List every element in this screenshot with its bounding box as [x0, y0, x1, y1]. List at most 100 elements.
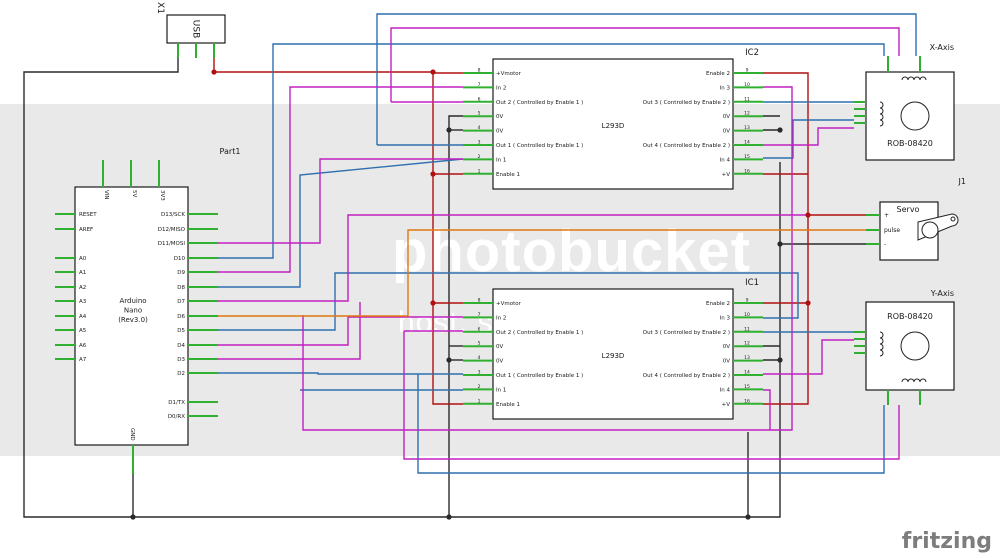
- arduino-name-line: Nano: [124, 307, 142, 315]
- ic2-right-pin-number: 10: [744, 82, 750, 88]
- ic1-part-label: L293D: [602, 352, 625, 360]
- magenta-servo-junction: [218, 214, 808, 302]
- arduino-name-line: Arduino: [119, 297, 146, 305]
- ic2-right-pin-number: 15: [744, 154, 750, 160]
- magenta-ic1-out2-to-motor-y: [403, 331, 900, 460]
- motor-x-part-label: ROB-08420: [887, 139, 933, 148]
- ic1-left-pin-label: In 1: [496, 387, 506, 393]
- servo-pin-label: -: [884, 241, 886, 248]
- ic1-right-pin-label: In 4: [720, 387, 731, 393]
- arduino-top-pin-label: 5V: [131, 190, 137, 197]
- ic1-right-pin-label: 0V: [723, 344, 730, 350]
- magenta-ic1-out4: [763, 339, 854, 375]
- vmotor-bus: [213, 58, 463, 405]
- blue-ic2-in1: [218, 158, 464, 288]
- ic2-right-pin-number: 13: [744, 125, 750, 131]
- ic1-right-pin-number: 11: [744, 326, 750, 332]
- usb-label: USB: [191, 20, 201, 38]
- arduino-right-pin-label: D11/MOSI: [158, 241, 186, 247]
- arduino-right-pin-label: D6: [177, 314, 185, 320]
- magenta-ic2-out4: [763, 127, 854, 146]
- ic1-right-pin-label: 0V: [723, 359, 730, 365]
- ic1-left-pin-number: 2: [478, 384, 481, 390]
- ic2-right-pin-label: Enable 2: [706, 71, 730, 77]
- arduino-body: [74, 186, 189, 446]
- ic1-left-pin-number: 7: [478, 312, 481, 318]
- arduino-left-pin-label: A4: [79, 314, 87, 320]
- blue-d10-to-motor-x: [218, 43, 885, 259]
- motor-x-top-coil: [901, 76, 927, 81]
- ic2-ref-label: IC2: [745, 48, 759, 58]
- arduino-gnd-label: GND: [129, 428, 135, 441]
- ic1-left-pin-label: +Vmotor: [496, 301, 522, 307]
- ground-junction-dot: [446, 357, 452, 363]
- ic2-left-pin-number: 4: [478, 125, 481, 131]
- ic1-right-pin-label: Out 4 ( Controlled by Enable 2 ): [643, 373, 730, 379]
- ic1-left-pin-label: 0V: [496, 359, 503, 365]
- ic1-right-pin-number: 12: [744, 341, 750, 347]
- arduino-right-pin-label: D8: [177, 285, 185, 291]
- motor-x-body: [865, 71, 955, 161]
- arduino-right-pin-label: D1/TX: [168, 400, 185, 406]
- power-junction-dot: [430, 69, 436, 75]
- ground-junction-dot: [777, 241, 783, 247]
- ic2-left-pin-number: 6: [478, 96, 481, 102]
- ground-junction-dot: [446, 514, 452, 520]
- ic2-left-pin-number: 5: [478, 111, 481, 117]
- ground-junction-dot: [130, 514, 136, 520]
- ic2-right-pin-label: +V: [722, 172, 731, 178]
- arduino-right-pin-label: D13/SCK: [161, 212, 185, 218]
- motor-y-part-label: ROB-08420: [887, 312, 933, 321]
- ic2-left-pin-number: 3: [478, 140, 481, 146]
- arduino-left-pin-label: A5: [79, 328, 87, 334]
- ic1-right-pin-number: 10: [744, 312, 750, 318]
- arduino-right-pin-label: D10: [174, 256, 186, 262]
- power-junction-dot: [430, 300, 436, 306]
- ic1-left-pin-label: 0V: [496, 344, 503, 350]
- arduino-left-pin-label: RESET: [79, 212, 97, 218]
- servo-pin-label: +: [884, 212, 889, 219]
- arduino-right-pin-label: D5: [177, 328, 185, 334]
- ic2-left-pin-label: Out 1 ( Controlled by Enable 1 ): [496, 143, 583, 149]
- ic1-left-pin-number: 8: [478, 298, 481, 304]
- ic1-left-pin-label: In 2: [496, 315, 506, 321]
- ic1-left-pin-number: 5: [478, 341, 481, 347]
- servo-pulse-wire: [218, 229, 866, 317]
- arduino-left-pin-label: A1: [79, 270, 86, 276]
- blue-ic2-in4: [763, 119, 854, 159]
- ic1-left-pin-number: 4: [478, 355, 481, 361]
- arduino-right-pin-label: D9: [177, 270, 185, 276]
- ic1-body: [492, 288, 734, 420]
- magenta-ic2-in2: [218, 86, 463, 273]
- ic2-right-pin-number: 16: [744, 168, 750, 174]
- ic1-right-pin-number: 13: [744, 355, 750, 361]
- ic2-right-pin-label: In 3: [720, 85, 731, 91]
- magenta-ic1-in2: [218, 316, 463, 346]
- ic1-right-pin-number: 9: [746, 298, 749, 304]
- ic1-right-pin-number: 15: [744, 384, 750, 390]
- blue-ic1-out1-to-motor-y: [417, 374, 885, 474]
- arduino-top-pin-label: VIN: [103, 190, 109, 200]
- ic2-left-pin-label: Out 2 ( Controlled by Enable 1 ): [496, 100, 583, 106]
- servo-hole: [950, 216, 956, 222]
- usb-ref-label: X1: [155, 2, 165, 14]
- servo-hub: [921, 221, 939, 239]
- arduino-right-pin-label: D12/MISO: [158, 227, 186, 233]
- arduino-right-pin-label: D3: [177, 357, 185, 363]
- power-junction-dot: [211, 69, 217, 75]
- ic2-left-pin-number: 2: [478, 154, 481, 160]
- ic2-right-pin-label: 0V: [723, 129, 730, 135]
- ic2-left-pin-label: +Vmotor: [496, 71, 522, 77]
- power-junction-dot: [805, 212, 811, 218]
- arduino-left-pin-label: A3: [79, 299, 87, 305]
- ic2-left-pin-label: Enable 1: [496, 172, 520, 178]
- motor-y-side-coil: [879, 331, 884, 357]
- blue-ic2-out1-to-motor-x: [376, 13, 917, 145]
- ground-junction-dot: [777, 127, 783, 133]
- ic2-left-pin-number: 7: [478, 82, 481, 88]
- ic2-right-pin-number: 9: [746, 68, 749, 74]
- ic2-right-pin-number: 14: [744, 140, 750, 146]
- arduino-left-pin-label: A0: [79, 256, 87, 262]
- right-power-bus: [763, 72, 809, 405]
